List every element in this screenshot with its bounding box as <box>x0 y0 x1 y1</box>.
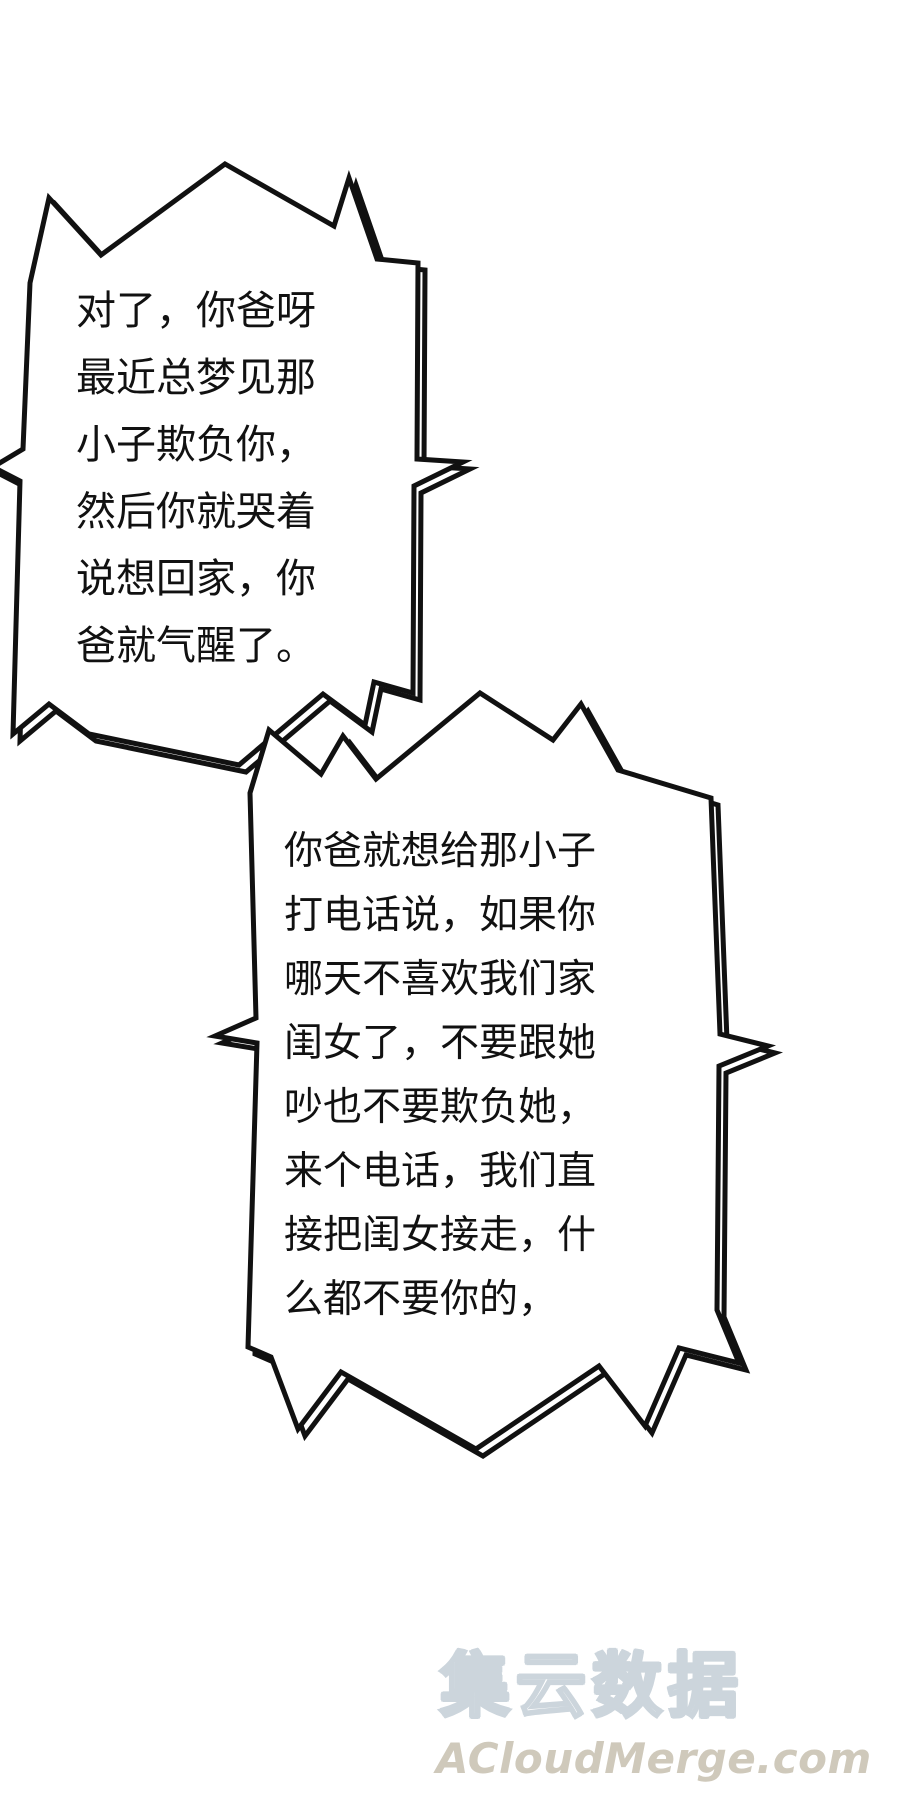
watermark-latin: ACloudMerge.com <box>436 1734 872 1783</box>
bubble-1-text: 对了，你爸呀最近总梦见那小子欺负你， 然后你就哭着说想回家，你爸就气醒了。 <box>76 278 316 680</box>
bubble-2-line-7: 么都不要你的， <box>284 1277 558 1322</box>
bubble-2-line-6: 接把闺女接走，什 <box>284 1213 597 1258</box>
watermark-chinese: 集云数据 <box>439 1645 744 1728</box>
bubble-2-text: 你爸就想给那小子打电话说，如果你哪天不喜欢我们家闺女了，不要跟她吵也不要欺负她，… <box>284 820 596 1332</box>
bubble-1-line-5: 爸就气醒了。 <box>76 623 316 669</box>
bubble-2-line-4: 吵也不要欺负她， <box>284 1085 597 1130</box>
bubble-2-line-5: 来个电话，我们直 <box>284 1149 597 1194</box>
bubble-2-line-1: 打电话说，如果你 <box>284 893 597 938</box>
bubble-1-line-3: 然后你就哭着 <box>76 489 316 535</box>
bubble-1-line-1: 最近总梦见那 <box>76 355 316 401</box>
bubble-1-line-4: 说想回家，你 <box>76 556 316 602</box>
bubble-1-line-0: 对了，你爸呀 <box>76 288 316 334</box>
bubble-2-line-0: 你爸就想给那小子 <box>284 829 597 874</box>
bubble-2-line-2: 哪天不喜欢我们家 <box>284 957 597 1002</box>
bubble-1-line-2: 小子欺负你， <box>76 422 316 468</box>
bubble-2-line-3: 闺女了，不要跟她 <box>284 1021 597 1066</box>
